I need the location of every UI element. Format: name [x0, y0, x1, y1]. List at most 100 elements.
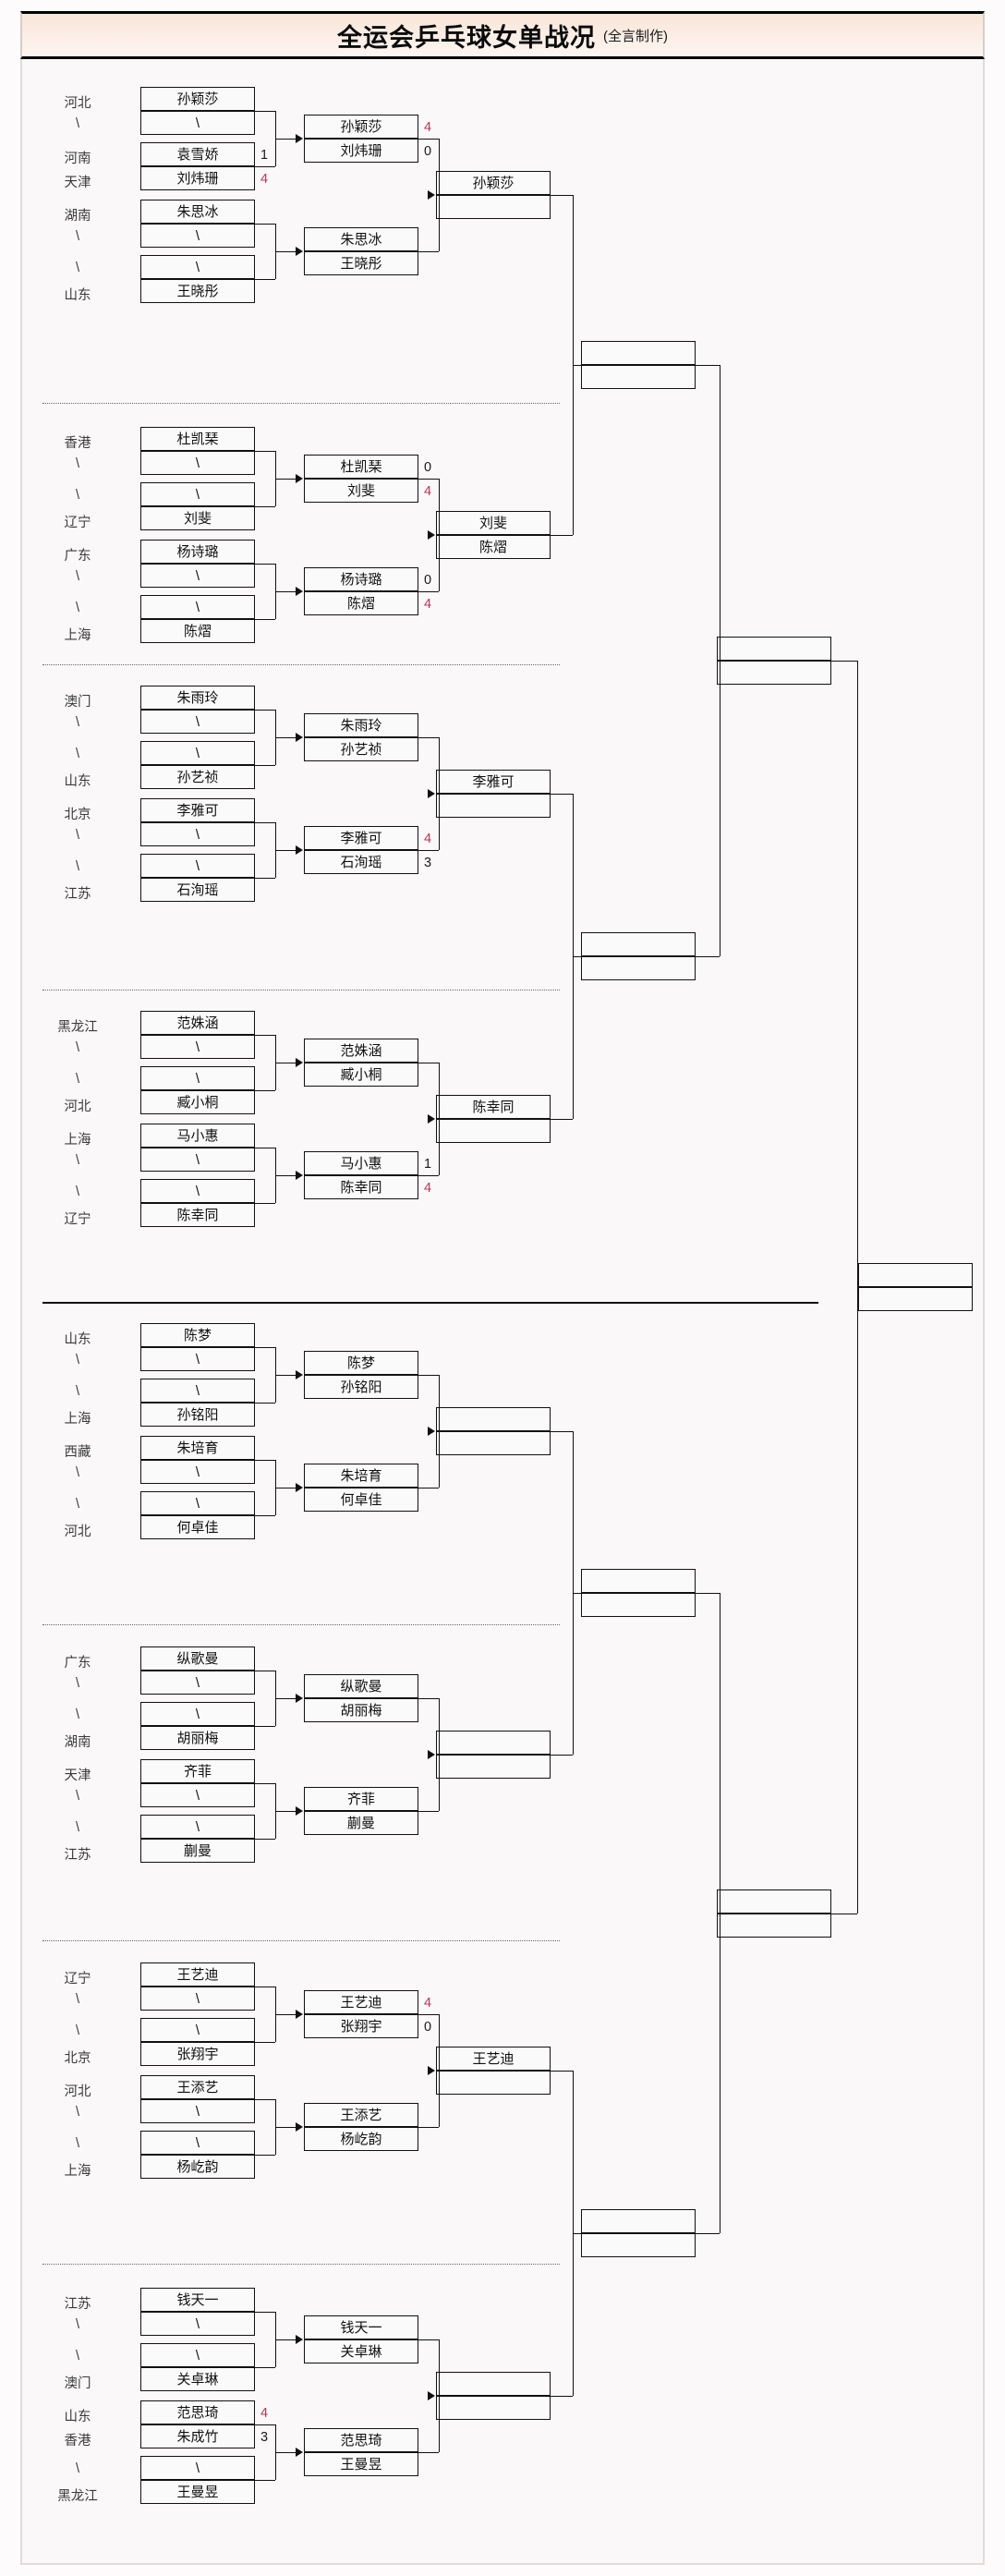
r1-player-box[interactable]: 陈梦 [140, 1323, 255, 1347]
r1-player-box[interactable]: \ [140, 854, 255, 878]
r1-player-box[interactable]: 刘炜珊 [140, 166, 255, 190]
r1-player-box[interactable]: \ [140, 111, 255, 135]
r2-player-box[interactable]: 陈幸同 [304, 1175, 418, 1199]
r3-player-box[interactable]: 陈熠 [436, 535, 551, 559]
r2-player-box[interactable]: 蒯曼 [304, 1811, 418, 1835]
r1-player-box[interactable]: 杨屹韵 [140, 2155, 255, 2179]
final-player-box[interactable] [858, 1287, 973, 1311]
r2-player-box[interactable]: 杨诗璐 [304, 567, 418, 591]
r1-player-box[interactable]: 杜凯琹 [140, 427, 255, 451]
r1-player-box[interactable]: 杨诗璐 [140, 540, 255, 564]
r1-player-box[interactable]: \ [140, 2343, 255, 2367]
final-player-box[interactable] [858, 1263, 973, 1287]
r3-player-box[interactable] [436, 1119, 551, 1143]
r2-player-box[interactable]: 何卓佳 [304, 1488, 418, 1512]
r4-player-box[interactable] [581, 2209, 696, 2233]
r1-player-box[interactable]: \ [140, 710, 255, 734]
r3-player-box[interactable] [436, 195, 551, 219]
r5-player-box[interactable] [717, 661, 831, 685]
r2-player-box[interactable]: 石洵瑶 [304, 850, 418, 874]
r1-player-box[interactable]: \ [140, 2312, 255, 2336]
r1-player-box[interactable]: 孙铭阳 [140, 1403, 255, 1427]
r3-player-box[interactable]: 陈幸同 [436, 1095, 551, 1119]
r1-player-box[interactable]: 王晓彤 [140, 279, 255, 303]
r2-player-box[interactable]: 朱思冰 [304, 227, 418, 251]
r3-player-box[interactable]: 孙颖莎 [436, 171, 551, 195]
r1-player-box[interactable]: 张翔宇 [140, 2042, 255, 2066]
r1-player-box[interactable]: \ [140, 1066, 255, 1090]
r3-player-box[interactable] [436, 1755, 551, 1779]
r1-player-box[interactable]: \ [140, 1702, 255, 1726]
r1-player-box[interactable]: \ [140, 1491, 255, 1515]
r4-player-box[interactable] [581, 365, 696, 389]
r3-player-box[interactable] [436, 1407, 551, 1431]
r2-player-box[interactable]: 王晓彤 [304, 251, 418, 275]
r2-player-box[interactable]: 张翔宇 [304, 2014, 418, 2038]
r1-player-box[interactable]: \ [140, 1148, 255, 1172]
r1-player-box[interactable]: \ [140, 482, 255, 506]
r2-player-box[interactable]: 齐菲 [304, 1787, 418, 1811]
r5-player-box[interactable] [717, 637, 831, 661]
r1-player-box[interactable]: 齐菲 [140, 1759, 255, 1783]
r1-player-box[interactable]: \ [140, 2099, 255, 2123]
r2-player-box[interactable]: 孙铭阳 [304, 1375, 418, 1399]
r1-player-box[interactable]: 范姝涵 [140, 1011, 255, 1035]
r1-player-box[interactable]: 朱雨玲 [140, 686, 255, 710]
r1-player-box[interactable]: \ [140, 1987, 255, 2011]
r1-player-box[interactable]: 胡丽梅 [140, 1726, 255, 1750]
r2-player-box[interactable]: 朱培育 [304, 1464, 418, 1488]
r1-player-box[interactable]: \ [140, 1035, 255, 1059]
r5-player-box[interactable] [717, 1914, 831, 1938]
r1-player-box[interactable]: 王添艺 [140, 2075, 255, 2099]
r2-player-box[interactable]: 王添艺 [304, 2103, 418, 2127]
r2-player-box[interactable]: 陈梦 [304, 1351, 418, 1375]
r1-player-box[interactable]: 何卓佳 [140, 1515, 255, 1539]
r2-player-box[interactable]: 范思琦 [304, 2428, 418, 2452]
r1-player-box[interactable]: \ [140, 1460, 255, 1484]
r1-player-box[interactable]: \ [140, 2456, 255, 2480]
r2-player-box[interactable]: 朱雨玲 [304, 713, 418, 737]
r3-player-box[interactable] [436, 1731, 551, 1755]
r3-player-box[interactable]: 刘斐 [436, 511, 551, 535]
r4-player-box[interactable] [581, 932, 696, 956]
r2-player-box[interactable]: 李雅可 [304, 826, 418, 850]
r2-player-box[interactable]: 钱天一 [304, 2315, 418, 2339]
r2-player-box[interactable]: 胡丽梅 [304, 1698, 418, 1722]
r1-player-box[interactable]: 朱成竹 [140, 2424, 255, 2448]
r1-player-box[interactable]: 袁雪娇 [140, 142, 255, 166]
r1-player-box[interactable]: 蒯曼 [140, 1839, 255, 1863]
r1-player-box[interactable]: 纵歌曼 [140, 1646, 255, 1671]
r1-player-box[interactable]: \ [140, 822, 255, 846]
r1-player-box[interactable]: \ [140, 1179, 255, 1203]
r4-player-box[interactable] [581, 956, 696, 980]
r1-player-box[interactable]: 王艺迪 [140, 1962, 255, 1987]
r4-player-box[interactable] [581, 341, 696, 365]
r3-player-box[interactable] [436, 794, 551, 818]
r1-player-box[interactable]: \ [140, 255, 255, 279]
r1-player-box[interactable]: \ [140, 1783, 255, 1807]
r1-player-box[interactable]: \ [140, 595, 255, 619]
r3-player-box[interactable] [436, 1431, 551, 1455]
r1-player-box[interactable]: \ [140, 2018, 255, 2042]
r1-player-box[interactable]: 范思琦 [140, 2400, 255, 2424]
r1-player-box[interactable]: 李雅可 [140, 798, 255, 822]
r4-player-box[interactable] [581, 2233, 696, 2257]
r2-player-box[interactable]: 臧小桐 [304, 1063, 418, 1087]
r1-player-box[interactable]: 马小惠 [140, 1124, 255, 1148]
r1-player-box[interactable]: \ [140, 451, 255, 475]
r2-player-box[interactable]: 关卓琳 [304, 2339, 418, 2363]
r2-player-box[interactable]: 马小惠 [304, 1151, 418, 1175]
r1-player-box[interactable]: \ [140, 224, 255, 248]
r2-player-box[interactable]: 王曼昱 [304, 2452, 418, 2476]
r1-player-box[interactable]: 陈幸同 [140, 1203, 255, 1227]
r2-player-box[interactable]: 杨屹韵 [304, 2127, 418, 2151]
r3-player-box[interactable]: 王艺迪 [436, 2047, 551, 2071]
r5-player-box[interactable] [717, 1889, 831, 1914]
r1-player-box[interactable]: 孙艺祯 [140, 765, 255, 789]
r2-player-box[interactable]: 孙颖莎 [304, 115, 418, 139]
r1-player-box[interactable]: \ [140, 564, 255, 588]
r1-player-box[interactable]: 石洵瑶 [140, 878, 255, 902]
r2-player-box[interactable]: 陈熠 [304, 591, 418, 615]
r2-player-box[interactable]: 纵歌曼 [304, 1674, 418, 1698]
r1-player-box[interactable]: 朱培育 [140, 1436, 255, 1460]
